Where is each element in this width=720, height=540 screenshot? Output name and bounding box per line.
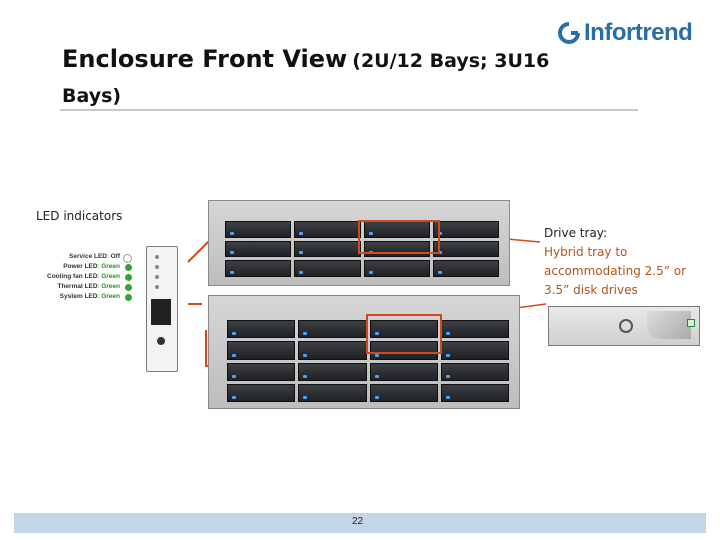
slide-title: Enclosure Front View (2U/12 Bays; 3U16 B… bbox=[62, 42, 622, 114]
logo-text: Infortrend bbox=[584, 19, 693, 46]
led-row-cooling: Cooling fan LED: Green bbox=[36, 272, 136, 282]
drive-bay bbox=[440, 320, 509, 339]
drive-bay bbox=[294, 260, 361, 277]
system-led-icon bbox=[125, 294, 132, 301]
tray-status-led-icon bbox=[687, 319, 695, 327]
drive-tray-image bbox=[548, 306, 700, 346]
cooling-fan-led-icon bbox=[125, 274, 132, 281]
led-indicators-label: LED indicators bbox=[36, 209, 123, 223]
highlighted-drive-box-2u bbox=[358, 220, 440, 254]
drive-bay bbox=[440, 383, 509, 402]
drive-bay bbox=[369, 320, 438, 339]
drive-bay bbox=[298, 320, 367, 339]
thermal-led-icon bbox=[125, 284, 132, 291]
drive-bay bbox=[432, 260, 499, 277]
drive-bay bbox=[363, 260, 430, 277]
drive-bay bbox=[440, 341, 509, 360]
enclosure-3u-16bay bbox=[208, 295, 520, 409]
page-number: 22 bbox=[352, 516, 364, 527]
title-divider bbox=[60, 109, 638, 111]
led-legend: Service LED: Off Power LED: Green Coolin… bbox=[36, 252, 136, 312]
title-main: Enclosure Front View bbox=[62, 45, 348, 73]
led-row-system: System LED: Green bbox=[36, 292, 136, 302]
title-sub: (2U/12 Bays; 3U16 bbox=[352, 50, 550, 72]
title-line2: Bays) bbox=[62, 85, 122, 107]
drive-bay bbox=[227, 362, 296, 381]
panel-display bbox=[151, 299, 171, 325]
panel-led-icon bbox=[155, 265, 159, 269]
drive-bay bbox=[298, 383, 367, 402]
drive-bay bbox=[227, 320, 296, 339]
panel-led-icon bbox=[155, 255, 159, 259]
enclosure-front-panel bbox=[146, 246, 178, 372]
drive-bay bbox=[369, 383, 438, 402]
drive-bay bbox=[298, 341, 367, 360]
drive-bay bbox=[432, 221, 499, 238]
led-row-thermal: Thermal LED: Green bbox=[36, 282, 136, 292]
infortrend-logo-icon bbox=[558, 22, 580, 44]
drive-bay bbox=[440, 362, 509, 381]
drive-bay bbox=[369, 341, 438, 360]
panel-led-icon bbox=[155, 285, 159, 289]
drive-bay bbox=[227, 383, 296, 402]
highlighted-drive-box-3u bbox=[366, 314, 442, 354]
drive-bay bbox=[294, 221, 361, 238]
drive-bay bbox=[294, 240, 361, 258]
tray-handle bbox=[647, 311, 691, 339]
led-row-power: Power LED: Green bbox=[36, 262, 136, 272]
tray-latch-icon bbox=[619, 319, 633, 333]
drive-bay bbox=[369, 362, 438, 381]
led-row-service: Service LED: Off bbox=[36, 252, 136, 263]
power-led-icon bbox=[125, 264, 132, 271]
drive-bays-3u bbox=[227, 320, 509, 402]
footer-bar bbox=[14, 513, 706, 533]
drive-bay bbox=[432, 240, 499, 258]
drive-bay bbox=[225, 260, 292, 277]
drive-tray-description: Hybrid tray to accommodating 2.5” or 3.5… bbox=[544, 245, 687, 297]
drive-bays-2u bbox=[225, 221, 499, 277]
panel-led-icon bbox=[155, 275, 159, 279]
power-button-icon bbox=[157, 337, 165, 345]
infortrend-logo: Infortrend bbox=[558, 18, 708, 48]
drive-bay bbox=[227, 341, 296, 360]
drive-tray-title: Drive tray: bbox=[544, 226, 608, 240]
service-led-icon bbox=[123, 254, 132, 263]
drive-tray-label: Drive tray: Hybrid tray to accommodating… bbox=[544, 224, 714, 300]
drive-bay bbox=[225, 221, 292, 238]
drive-bay bbox=[225, 240, 292, 258]
drive-bay bbox=[298, 362, 367, 381]
